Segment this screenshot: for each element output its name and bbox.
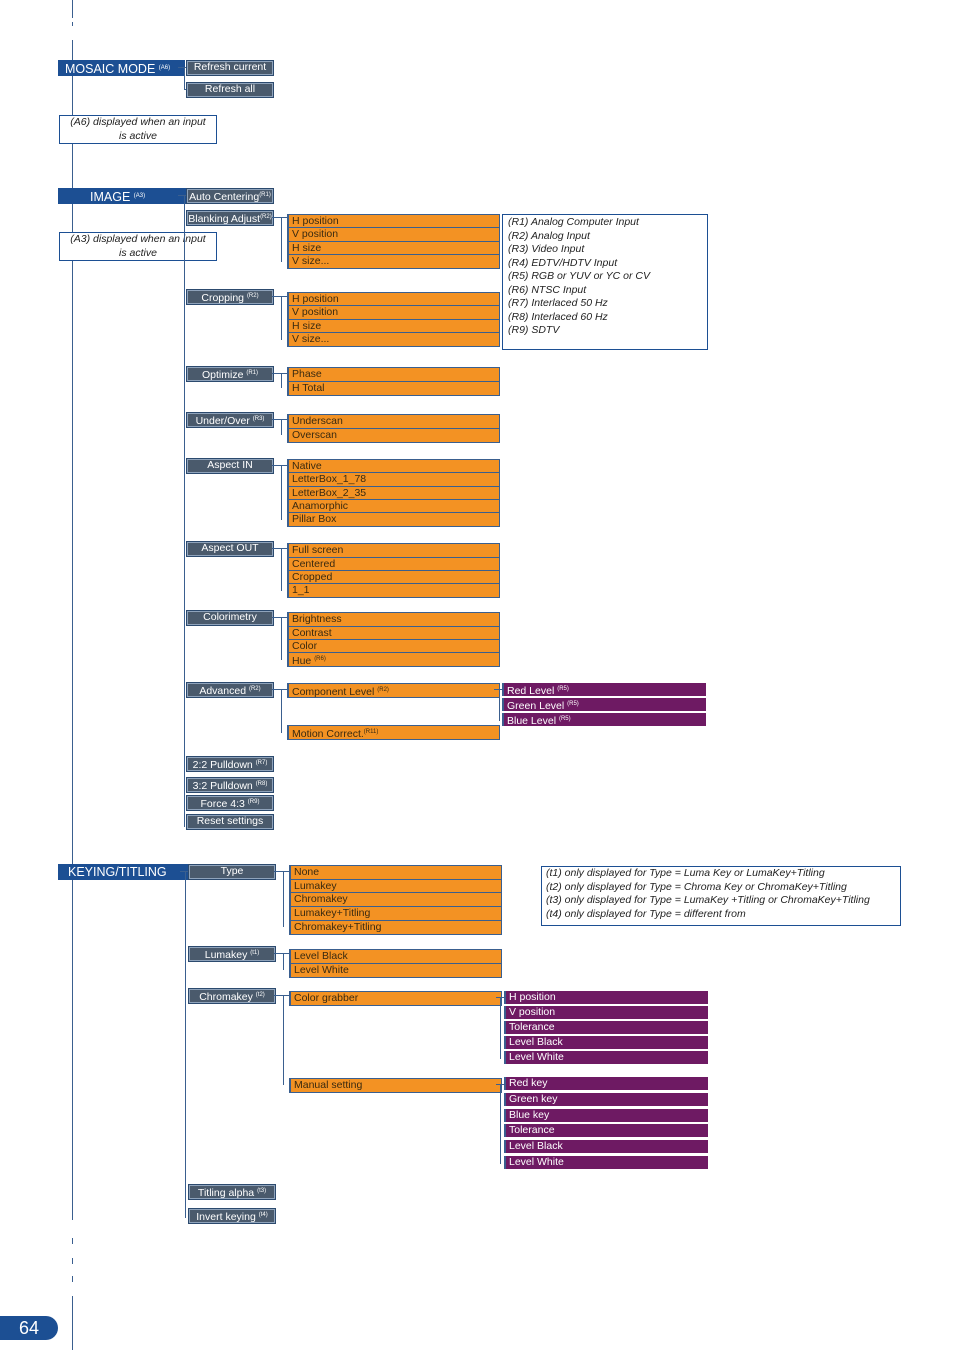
type-none[interactable]: None bbox=[289, 865, 502, 880]
blanking-v-position[interactable]: V position bbox=[287, 227, 500, 242]
grabber-v-position[interactable]: V position bbox=[504, 1006, 708, 1019]
invert-keying-item[interactable]: Invert keying (t4) bbox=[188, 1208, 276, 1224]
refresh-current-button[interactable]: Refresh current bbox=[186, 60, 274, 76]
manual-green-key[interactable]: Green key bbox=[504, 1093, 708, 1106]
manual-red-key[interactable]: Red key bbox=[504, 1077, 708, 1090]
manual-level-black[interactable]: Level Black bbox=[504, 1140, 708, 1153]
underscan-option[interactable]: Underscan bbox=[287, 414, 500, 429]
margin-rule bbox=[72, 1258, 73, 1264]
pulldown-32-item[interactable]: 3:2 Pulldown (R8) bbox=[186, 777, 274, 793]
manual-tolerance[interactable]: Tolerance bbox=[504, 1124, 708, 1137]
blanking-h-size[interactable]: H size bbox=[287, 241, 500, 256]
colorimetry-hue[interactable]: Hue (R6) bbox=[287, 652, 500, 667]
component-level-item[interactable]: Component Level (R2) bbox=[287, 683, 500, 698]
manual-blue-key[interactable]: Blue key bbox=[504, 1109, 708, 1122]
manual-setting-item[interactable]: Manual setting bbox=[289, 1078, 502, 1093]
pulldown-22-item[interactable]: 2:2 Pulldown (R7) bbox=[186, 756, 274, 772]
type-item[interactable]: Type bbox=[188, 864, 276, 880]
reset-settings-item[interactable]: Reset settings bbox=[186, 814, 274, 830]
image-trunk bbox=[184, 195, 185, 827]
blanking-adjust-item[interactable]: Blanking Adjust(R2) bbox=[186, 210, 274, 226]
lumakey-item[interactable]: Lumakey (t1) bbox=[188, 946, 276, 962]
margin-rule bbox=[72, 22, 73, 26]
type-chromakey-titling[interactable]: Chromakey+Titling bbox=[289, 920, 502, 935]
keying-trunk bbox=[185, 871, 186, 1218]
grabber-level-white[interactable]: Level White bbox=[504, 1051, 708, 1064]
titling-alpha-item[interactable]: Titling alpha (t3) bbox=[188, 1184, 276, 1200]
aspect-in-item[interactable]: Aspect IN bbox=[186, 458, 274, 474]
margin-rule bbox=[72, 40, 73, 1220]
lumakey-level-white[interactable]: Level White bbox=[289, 963, 502, 978]
grabber-h-position[interactable]: H position bbox=[504, 991, 708, 1004]
under-over-item[interactable]: Under/Over (R3) bbox=[186, 412, 274, 428]
image-legend: (R1) Analog Computer Input(R2) Analog In… bbox=[502, 214, 708, 350]
aspect-in-anamorphic[interactable]: Anamorphic bbox=[287, 499, 500, 514]
advanced-item[interactable]: Advanced (R2) bbox=[186, 682, 274, 698]
optimize-phase[interactable]: Phase bbox=[287, 367, 500, 382]
aspect-out-full-screen[interactable]: Full screen bbox=[287, 543, 500, 558]
margin-rule bbox=[72, 1276, 73, 1282]
margin-rule bbox=[72, 1296, 73, 1350]
margin-rule bbox=[72, 0, 73, 18]
blanking-v-size[interactable]: V size... bbox=[287, 254, 500, 269]
manual-level-white[interactable]: Level White bbox=[504, 1156, 708, 1169]
aspect-out-item[interactable]: Aspect OUT bbox=[186, 541, 274, 557]
cropping-v-size[interactable]: V size... bbox=[287, 332, 500, 347]
grabber-level-black[interactable]: Level Black bbox=[504, 1036, 708, 1049]
motion-correct-item[interactable]: Motion Correct.(R11) bbox=[287, 725, 500, 740]
auto-centering-item[interactable]: Auto Centering(R1) bbox=[186, 188, 274, 204]
type-lumakey-titling[interactable]: Lumakey+Titling bbox=[289, 906, 502, 921]
force-43-item[interactable]: Force 4:3 (R9) bbox=[186, 795, 274, 811]
aspect-out-1-1[interactable]: 1_1 bbox=[287, 583, 500, 598]
type-chromakey[interactable]: Chromakey bbox=[289, 892, 502, 907]
lumakey-level-black[interactable]: Level Black bbox=[289, 949, 502, 964]
color-grabber-item[interactable]: Color grabber bbox=[289, 991, 502, 1006]
cropping-item[interactable]: Cropping (R2) bbox=[186, 289, 274, 305]
mosaic-mode-header[interactable]: MOSAIC MODE (A6) bbox=[58, 60, 185, 76]
aspect-in-letterbox-178[interactable]: LetterBox_1_78 bbox=[287, 472, 500, 487]
green-level-item[interactable]: Green Level (R5) bbox=[502, 698, 706, 712]
keying-legend: (t1) only displayed for Type = Luma Key … bbox=[541, 866, 901, 926]
refresh-all-button[interactable]: Refresh all bbox=[186, 82, 274, 98]
red-level-item[interactable]: Red Level (R5) bbox=[502, 683, 706, 697]
optimize-item[interactable]: Optimize (R1) bbox=[186, 366, 274, 382]
keying-titling-header[interactable]: KEYING/TITLING bbox=[58, 864, 190, 880]
margin-rule bbox=[72, 1238, 73, 1244]
colorimetry-brightness[interactable]: Brightness bbox=[287, 612, 500, 627]
blue-level-item[interactable]: Blue Level (R5) bbox=[502, 713, 706, 727]
optimize-h-total[interactable]: H Total bbox=[287, 381, 500, 396]
image-header[interactable]: IMAGE (A3) bbox=[58, 188, 210, 204]
cropping-v-position[interactable]: V position bbox=[287, 305, 500, 320]
chromakey-item[interactable]: Chromakey (t2) bbox=[188, 988, 276, 1004]
page-number: 64 bbox=[0, 1316, 58, 1340]
colorimetry-item[interactable]: Colorimetry bbox=[186, 610, 274, 626]
aspect-in-pillar-box[interactable]: Pillar Box bbox=[287, 512, 500, 527]
grabber-tolerance[interactable]: Tolerance bbox=[504, 1021, 708, 1034]
overscan-option[interactable]: Overscan bbox=[287, 428, 500, 443]
